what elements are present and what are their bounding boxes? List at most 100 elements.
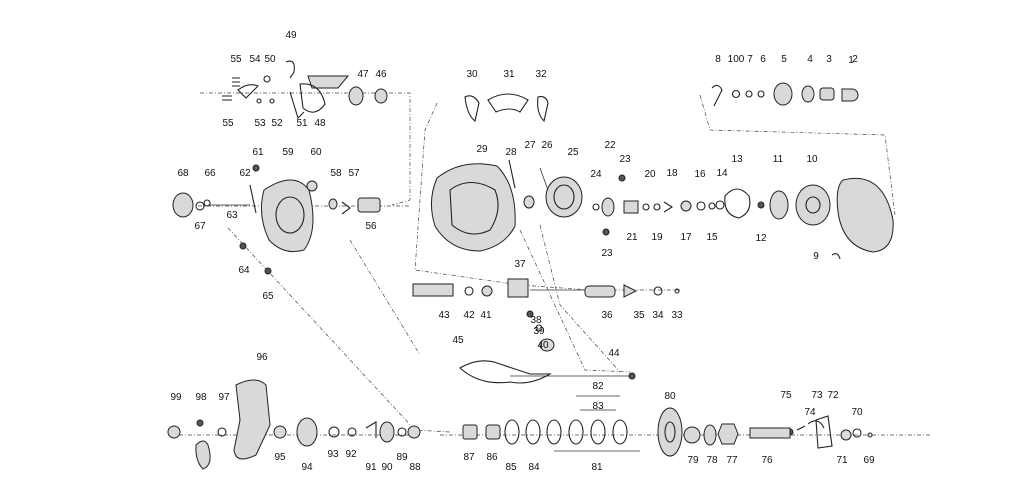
part-69-clip bbox=[867, 432, 873, 438]
part-label-2: 2 bbox=[852, 54, 858, 65]
part-40-cap bbox=[539, 338, 555, 352]
part-label-74: 74 bbox=[804, 407, 816, 418]
part-87-bearing bbox=[462, 424, 478, 440]
part-label-80: 80 bbox=[664, 391, 676, 402]
part-7-washer bbox=[745, 90, 753, 98]
part-label-67: 67 bbox=[194, 221, 206, 232]
part-label-40: 40 bbox=[537, 340, 549, 351]
part-label-6: 6 bbox=[760, 54, 766, 65]
part-51-lever bbox=[289, 91, 305, 120]
part-95-nut bbox=[273, 425, 287, 439]
part-label-1: 1 bbox=[848, 55, 854, 66]
part-46-bearing bbox=[374, 88, 388, 104]
part-label-56: 56 bbox=[365, 221, 377, 232]
part-label-13: 13 bbox=[731, 154, 743, 165]
bottom-row-group bbox=[167, 379, 873, 470]
part-label-87: 87 bbox=[463, 452, 475, 463]
part-label-45: 45 bbox=[452, 335, 464, 346]
part-label-23: 23 bbox=[601, 248, 613, 259]
part-39-washer bbox=[535, 324, 543, 332]
part-label-9: 9 bbox=[813, 251, 819, 262]
part-79-bearing bbox=[683, 426, 701, 444]
part-56-spool-shaft bbox=[357, 197, 381, 213]
part-18-clip bbox=[663, 201, 674, 213]
part-label-46: 46 bbox=[375, 69, 387, 80]
part-67-washer bbox=[195, 201, 205, 211]
part-label-55: 55 bbox=[222, 118, 234, 129]
part-label-79: 79 bbox=[687, 455, 699, 466]
part-label-49: 49 bbox=[285, 30, 297, 41]
part-25-spool bbox=[545, 176, 583, 218]
part-label-26: 26 bbox=[541, 140, 553, 151]
part-10-housing bbox=[795, 184, 831, 226]
part-86-bushing bbox=[485, 424, 501, 440]
part-label-50: 50 bbox=[264, 54, 276, 65]
part-42-washer bbox=[464, 286, 474, 296]
part-31-bar bbox=[487, 93, 529, 113]
part-57-clip bbox=[341, 201, 351, 215]
part-14-washer bbox=[715, 200, 725, 210]
part-68-knob bbox=[172, 192, 194, 218]
part-52-washer bbox=[269, 98, 275, 104]
part-label-100: 100 bbox=[728, 54, 745, 65]
center-frame-group bbox=[431, 93, 583, 252]
part-label-27: 27 bbox=[524, 140, 536, 151]
part-73-spring bbox=[807, 420, 825, 429]
part-12-screw bbox=[757, 201, 765, 209]
part-label-5: 5 bbox=[781, 54, 787, 65]
part-label-82: 82 bbox=[592, 381, 604, 392]
part-label-90: 90 bbox=[381, 462, 393, 473]
part-label-34: 34 bbox=[652, 310, 664, 321]
part-3-collar bbox=[819, 87, 835, 101]
part-19-washer bbox=[653, 203, 661, 211]
part-71-bearing bbox=[840, 429, 852, 441]
part-48-plate bbox=[307, 75, 350, 89]
part-38-pin bbox=[526, 310, 534, 318]
part-59-side-plate bbox=[260, 179, 314, 253]
part-label-36: 36 bbox=[601, 310, 613, 321]
part-33-clip bbox=[674, 288, 680, 294]
part-label-7: 7 bbox=[747, 54, 753, 65]
part-label-51: 51 bbox=[296, 118, 308, 129]
part-27-bearing bbox=[523, 195, 535, 209]
part-50-washer bbox=[263, 75, 271, 83]
part-47-bushing bbox=[348, 86, 364, 106]
part-23-pin-bottom bbox=[602, 228, 610, 236]
part-label-17: 17 bbox=[680, 232, 692, 243]
part-96-handle bbox=[233, 379, 271, 460]
part-label-18: 18 bbox=[666, 168, 678, 179]
part-58-bearing bbox=[328, 198, 338, 210]
part-label-10: 10 bbox=[806, 154, 818, 165]
part-91-ratchet bbox=[365, 421, 377, 438]
part-label-35: 35 bbox=[633, 310, 645, 321]
top-right-parts bbox=[711, 82, 859, 107]
part-49-spring bbox=[285, 60, 295, 79]
part-label-29: 29 bbox=[476, 144, 488, 155]
part-label-44: 44 bbox=[608, 348, 620, 359]
part-88-bearing bbox=[407, 425, 421, 439]
part-54-spring bbox=[237, 84, 259, 99]
part-label-95: 95 bbox=[274, 452, 286, 463]
part-label-71: 71 bbox=[836, 455, 848, 466]
part-label-91: 91 bbox=[365, 462, 377, 473]
part-76-drive-shaft bbox=[749, 427, 791, 439]
part-43-worm-shaft bbox=[412, 283, 454, 297]
part-20-washer bbox=[642, 203, 650, 211]
part-label-24: 24 bbox=[590, 169, 602, 180]
part-label-94: 94 bbox=[301, 462, 313, 473]
part-24-washer bbox=[592, 203, 600, 211]
part-77-pinion bbox=[717, 423, 739, 445]
part-label-72: 72 bbox=[827, 390, 839, 401]
part-label-52: 52 bbox=[271, 118, 283, 129]
part-label-62: 62 bbox=[239, 168, 251, 179]
part-99-cap bbox=[167, 425, 181, 439]
part-84-washer bbox=[525, 419, 541, 445]
part-label-65: 65 bbox=[262, 291, 274, 302]
part-94-star-drag bbox=[296, 417, 318, 447]
part-41-bearing bbox=[481, 285, 493, 297]
part-label-25: 25 bbox=[567, 147, 579, 158]
part-36-guide-tube bbox=[584, 285, 616, 298]
part-29-frame bbox=[431, 163, 516, 252]
part-62-screw bbox=[239, 242, 247, 250]
part-label-32: 32 bbox=[535, 69, 547, 80]
